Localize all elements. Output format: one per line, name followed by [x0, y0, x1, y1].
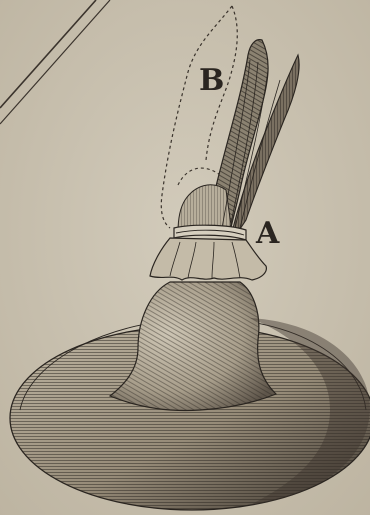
label-a: A [256, 219, 279, 249]
label-b: B [199, 66, 224, 96]
ruffled-collar [150, 238, 266, 280]
